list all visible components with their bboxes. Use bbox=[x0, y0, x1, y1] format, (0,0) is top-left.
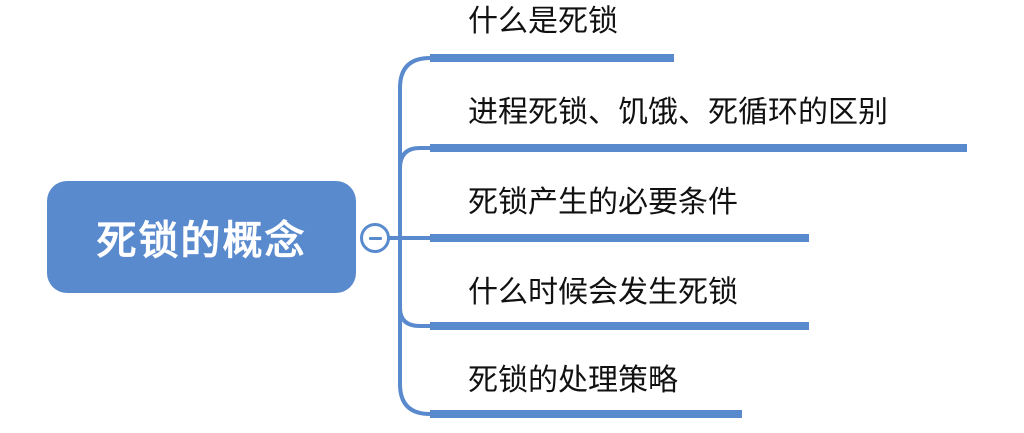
branch-underline-5 bbox=[430, 410, 742, 418]
collapse-icon[interactable] bbox=[360, 223, 390, 253]
branch-elbow-4 bbox=[398, 307, 430, 328]
branch-elbow-2 bbox=[398, 146, 430, 169]
branch-underline-3 bbox=[430, 234, 809, 242]
root-topic-label: 死锁的概念 bbox=[96, 218, 307, 264]
branch-underline-2 bbox=[430, 144, 967, 152]
root-topic[interactable]: 死锁的概念 bbox=[47, 181, 356, 293]
branch-spine bbox=[398, 56, 431, 416]
branch-underline-1 bbox=[430, 54, 674, 62]
branch-topic-2[interactable]: 进程死锁、饥饿、死循环的区别 bbox=[468, 95, 888, 130]
branch-topic-3[interactable]: 死锁产生的必要条件 bbox=[468, 185, 738, 220]
branch-topic-1[interactable]: 什么是死锁 bbox=[468, 4, 618, 39]
branch-underline-4 bbox=[430, 322, 809, 330]
minus-icon bbox=[368, 236, 382, 240]
branch-topic-4[interactable]: 什么时候会发生死锁 bbox=[468, 275, 738, 310]
branch-topic-5[interactable]: 死锁的处理策略 bbox=[468, 363, 678, 398]
